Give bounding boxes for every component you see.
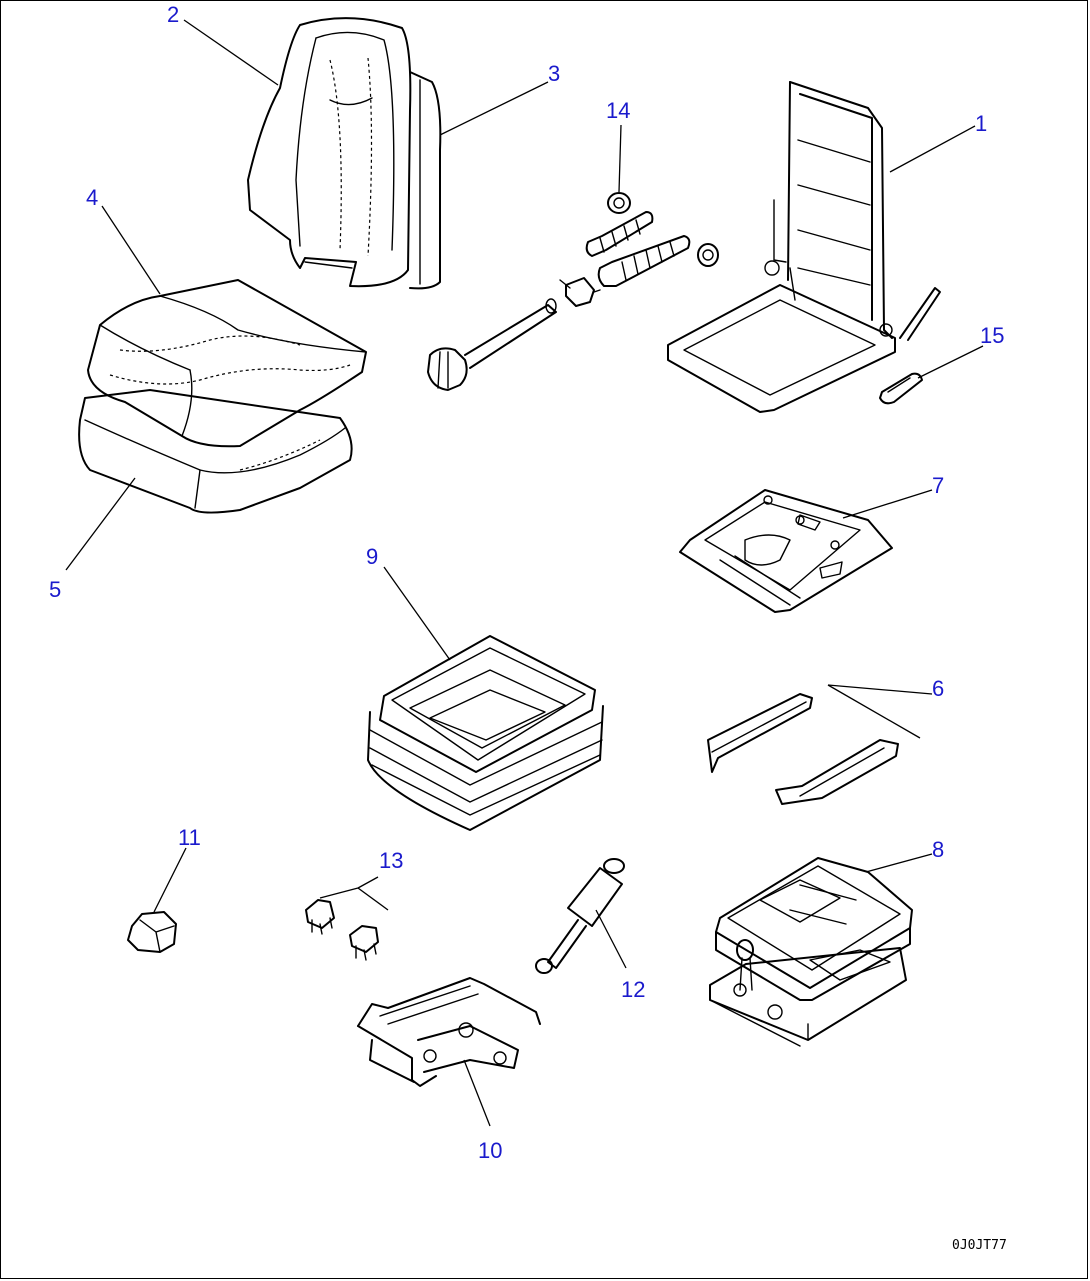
callout-12: 12 (621, 977, 645, 1002)
callout-15: 15 (980, 323, 1004, 348)
callout-7: 7 (932, 473, 944, 498)
leader-lines (65, 19, 984, 1127)
callout-6: 6 (932, 676, 944, 701)
part-7-slide-rail (679, 489, 893, 613)
callout-8: 8 (932, 837, 944, 862)
part-12-damper (535, 858, 625, 974)
drawing-code: 0J0JT77 (952, 1238, 1007, 1253)
callout-10: 10 (478, 1138, 502, 1163)
part-3-backrest-shell (409, 71, 442, 290)
callout-4: 4 (86, 185, 98, 210)
callout-11: 11 (178, 825, 201, 850)
part-11-nut (127, 911, 177, 953)
callout-1: 1 (975, 111, 987, 136)
callout-2: 2 (167, 2, 179, 27)
callout-3: 3 (548, 61, 560, 86)
callout-5: 5 (49, 577, 61, 602)
part-6-side-panels (707, 693, 899, 805)
part-14-adjuster-assembly (427, 192, 719, 391)
callout-13: 13 (379, 848, 403, 873)
part-1-seat-frame (667, 81, 941, 413)
part-9-bellows-cover (367, 635, 604, 831)
callout-9: 9 (366, 544, 378, 569)
part-10-suspension-linkage (357, 977, 541, 1087)
part-8-suspension-unit (709, 857, 913, 1047)
part-13-clips (305, 899, 379, 961)
part-2-backrest-cushion (247, 17, 412, 288)
part-4-seat-cushion (87, 279, 367, 448)
part-5-seat-base (78, 389, 353, 514)
callout-14: 14 (606, 98, 630, 123)
part-15-lever-grip (879, 372, 923, 405)
callout-labels: 1 2 3 4 5 6 7 8 9 10 11 12 13 14 15 (49, 2, 1004, 1163)
